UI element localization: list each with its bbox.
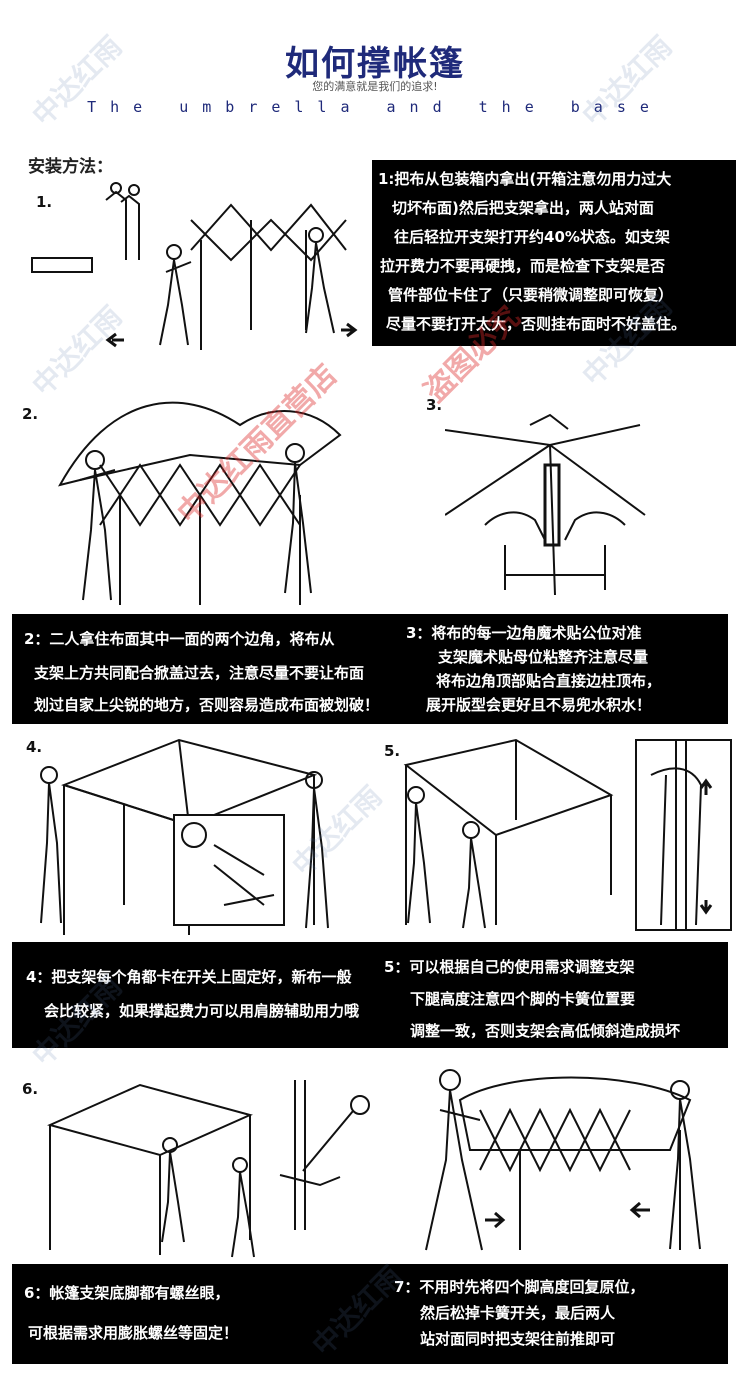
step-3-illustration — [445, 405, 735, 595]
step-4-drawing — [40, 738, 329, 935]
step-1-line-2: 切坏布面)然后把支架拿出，两人站对面 — [392, 199, 654, 217]
step-4-number: 4. — [26, 738, 43, 756]
step-3-line-4: 展开版型会更好且不易兜水积水！ — [426, 696, 652, 714]
step-7-line-3: 站对面同时把支架往前推即可 — [420, 1330, 616, 1348]
step-3-line-1: 3：将布的每一边角魔术贴公位对准 — [406, 624, 642, 642]
step-6-drawing — [47, 1080, 370, 1258]
page-subtitle: 您的满意就是我们的追求! — [312, 80, 438, 93]
step-4-illustration — [24, 735, 354, 935]
step-1-line-4: 拉开费力不要再硬拽，而是检查下支架是否 — [380, 257, 666, 275]
step-1-description: 1:把布从包装箱内拿出(开箱注意勿用力过大 切坏布面)然后把支架拿出，两人站对面… — [372, 160, 736, 346]
step-2-line-1: 2：二人拿住布面其中一面的两个边角，将布从 — [24, 630, 335, 648]
step-7-line-1: 7：不用时先将四个脚高度回复原位， — [394, 1278, 645, 1296]
step-1-line-3: 往后轻拉开支架打开约40%状态。如支架 — [394, 228, 670, 246]
step-6-line-1: 6：帐篷支架底脚都有螺丝眼， — [24, 1284, 230, 1302]
step-2-number: 2. — [22, 405, 39, 423]
steps-6-7-description: 6：帐篷支架底脚都有螺丝眼， 可根据需求用膨胀螺丝等固定！ 7：不用时先将四个脚… — [12, 1264, 728, 1364]
step-3-line-2: 支架魔术贴母位粘整齐注意尽量 — [438, 648, 649, 666]
steps-2-3-description: 2：二人拿住布面其中一面的两个边角，将布从 支架上方共同配合掀盖过去，注意尽量不… — [12, 614, 728, 724]
step-7-line-2: 然后松掉卡簧开关，最后两人 — [420, 1304, 616, 1322]
step-1-line-6: 尽量不要打开太大，否则挂布面时不好盖住。 — [386, 315, 687, 333]
step-7-illustration — [390, 1060, 735, 1260]
steps-4-5-description: 4：把支架每个角都卡在开关上固定好，新布一般 会比较紧，如果撑起费力可以用肩膀辅… — [12, 942, 728, 1048]
step-6-line-2: 可根据需求用膨胀螺丝等固定！ — [28, 1324, 239, 1342]
step-4-line-1: 4：把支架每个角都卡在开关上固定好，新布一般 — [26, 968, 352, 986]
step-2-line-2: 支架上方共同配合掀盖过去，注意尽量不要让布面 — [34, 664, 365, 682]
step-1-number: 1. — [36, 193, 53, 211]
step-2-drawing — [58, 401, 342, 605]
step-3-line-3: 将布边角顶部贴合直接边柱顶布， — [436, 672, 662, 690]
step-5-line-2: 下腿高度注意四个脚的卡簧位置要 — [410, 990, 636, 1008]
step-5-line-1: 5：可以根据自己的使用需求调整支架 — [384, 958, 635, 976]
step-4-line-2: 会比较紧，如果撑起费力可以用肩膀辅助用力哦 — [44, 1002, 360, 1020]
step-1-illustration — [26, 180, 371, 355]
step-5-illustration — [376, 735, 736, 935]
step-3-drawing — [445, 413, 646, 595]
step-5-line-3: 调整一致，否则支架会高低倾斜造成损坏 — [410, 1022, 681, 1040]
step-1-line-5: 管件部位卡住了（只要稍微调整即可恢复） — [388, 286, 674, 304]
page-tagline: The umbrella and the base — [87, 98, 663, 116]
step-6-number: 6. — [22, 1080, 39, 1098]
step-5-drawing — [403, 738, 732, 931]
step-7-drawing — [425, 1069, 701, 1251]
method-label: 安装方法： — [28, 157, 113, 177]
step-5-number: 5. — [384, 742, 401, 760]
step-6-illustration — [40, 1075, 380, 1260]
step-1-line-1: 1:把布从包装箱内拿出(开箱注意勿用力过大 — [378, 170, 672, 188]
step-2-illustration — [40, 385, 380, 610]
page-title: 如何撑帐篷 — [285, 44, 465, 84]
step-2-line-3: 划过自家上尖锐的地方，否则容易造成布面被划破！ — [34, 696, 380, 714]
step-1-drawing — [31, 182, 358, 350]
step-3-number: 3. — [426, 396, 443, 414]
